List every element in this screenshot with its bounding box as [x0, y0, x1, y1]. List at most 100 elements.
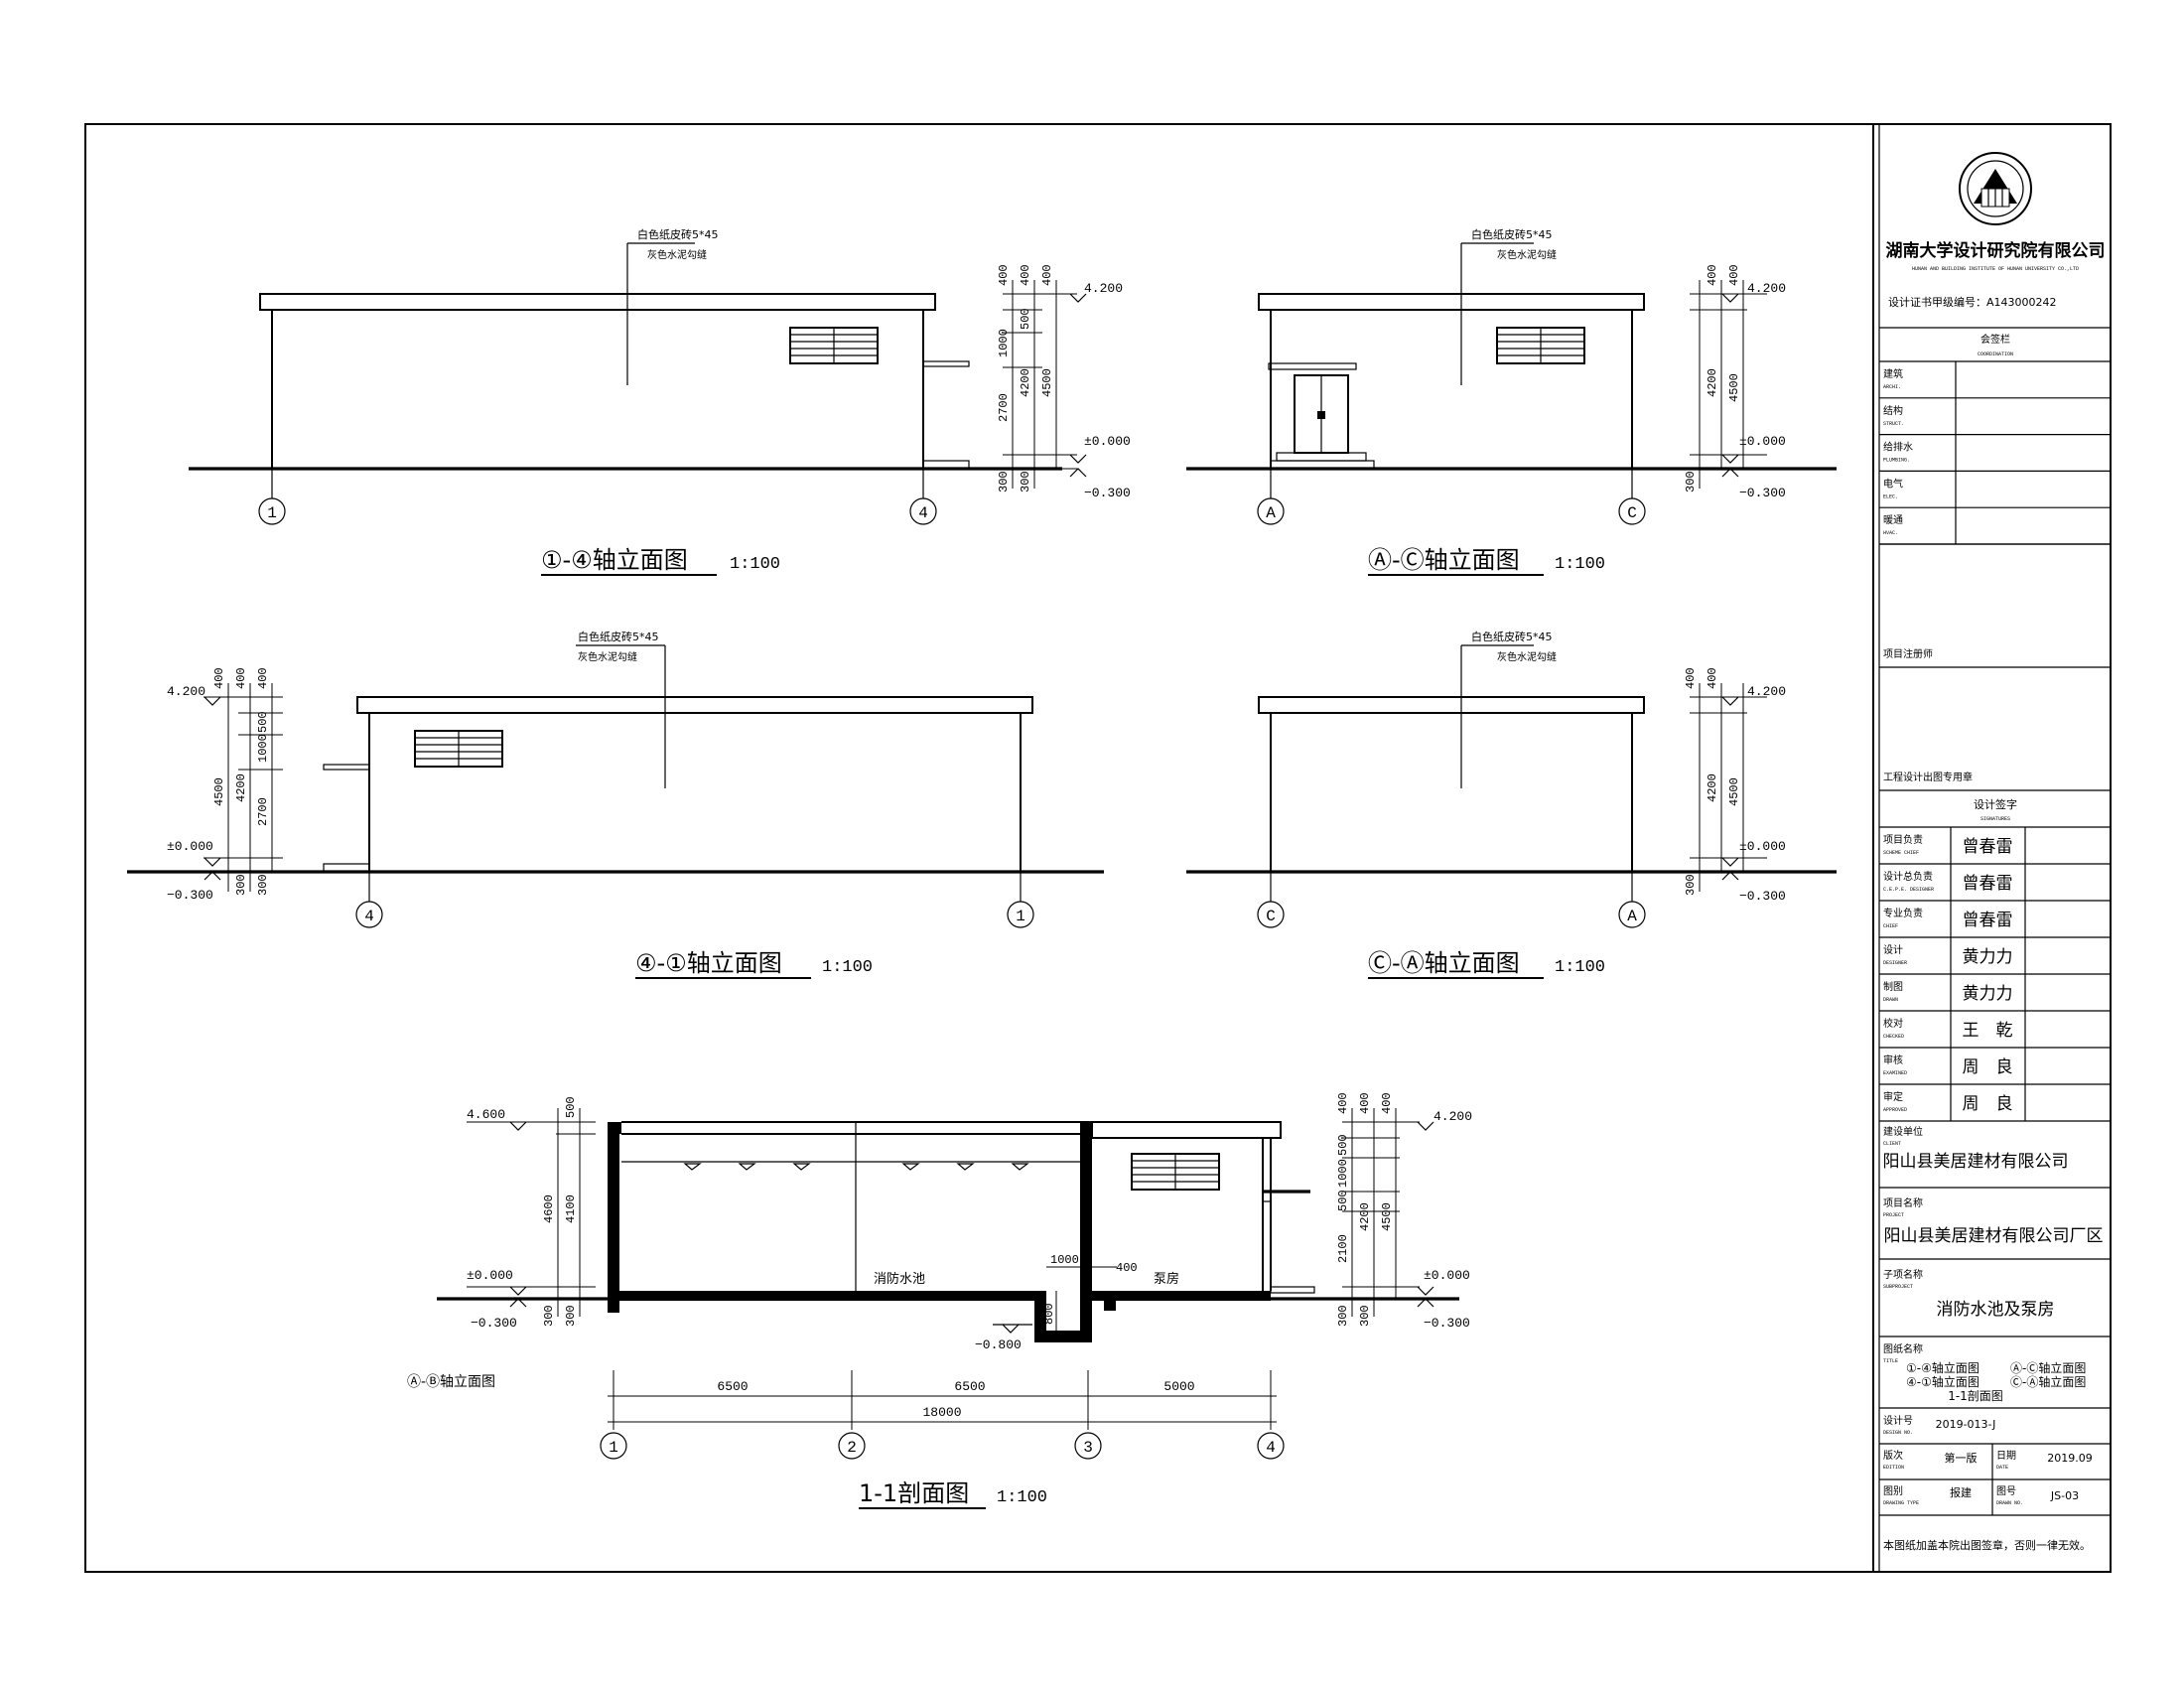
- subproject-label-en: SUBPROJECT: [1883, 1284, 1913, 1290]
- elevation-a-c: 白色纸皮砖5*45 灰色水泥勾缝 400 400 4200 4500 300 4…: [1186, 227, 1837, 576]
- dim-4200: 4200: [1706, 368, 1719, 397]
- dim-2700: 2700: [256, 797, 270, 826]
- cosign-discipline: 结构: [1883, 404, 1903, 417]
- dim-4500: 4500: [1380, 1202, 1394, 1231]
- level-0000: ±0.000: [167, 839, 213, 854]
- level-minus-0300: −0.300: [167, 888, 213, 903]
- level-4600: 4.600: [467, 1107, 505, 1122]
- cosign-discipline: 建筑: [1883, 367, 1903, 380]
- level-pit: −0.800: [975, 1337, 1022, 1352]
- view-title: ④-①轴立面图: [635, 949, 782, 977]
- drawing-title-2a: ④-①轴立面图: [1906, 1374, 1979, 1389]
- sheet-border: [84, 123, 2112, 1573]
- step: [922, 460, 970, 470]
- dim-400a: 400: [997, 264, 1011, 286]
- axis-label: C: [1266, 908, 1276, 925]
- client-label-en: CLIENT: [1883, 1141, 1901, 1147]
- dim-4200: 4200: [234, 774, 248, 802]
- dim-400a: 400: [1684, 667, 1698, 689]
- signature-name: 黄力力: [1963, 984, 2013, 1004]
- dim-400b: 400: [234, 667, 248, 689]
- axis-label: 1: [267, 504, 277, 522]
- joint-note: 灰色水泥勾缝: [647, 248, 707, 261]
- cosign-discipline-en: HVAC.: [1883, 530, 1898, 536]
- joint-note: 灰色水泥勾缝: [1497, 650, 1557, 663]
- signature-role: 设计总负责: [1883, 870, 1933, 883]
- dim-4200: 4200: [1019, 368, 1032, 397]
- dim-300: 300: [1684, 874, 1698, 896]
- axis-label: A: [1266, 504, 1276, 522]
- dim-400c: 400: [256, 667, 270, 689]
- view-title: Ⓒ-Ⓐ轴立面图: [1368, 949, 1520, 977]
- drawing-no-label-en: DRAWN NO.: [1996, 1500, 2023, 1506]
- dim-400a: 400: [1336, 1092, 1350, 1114]
- parapet: [1258, 696, 1645, 714]
- axis-bubble: [600, 1432, 627, 1460]
- edition-label-en: EDITION: [1883, 1465, 1904, 1471]
- axis-bubble: [1074, 1432, 1102, 1460]
- axis-label: A: [1627, 908, 1637, 925]
- dim-4500: 4500: [1040, 368, 1054, 397]
- design-no-label: 设计号: [1883, 1414, 1913, 1427]
- level-minus-0300: −0.300: [1084, 486, 1131, 500]
- signature-role-en: DRAWN: [1883, 997, 1898, 1003]
- signature-name: 周 良: [1963, 1094, 2013, 1114]
- level-0000: ±0.000: [1739, 434, 1786, 449]
- axis-bubble: [1257, 901, 1285, 928]
- span-total: 18000: [922, 1405, 961, 1420]
- dim-4100: 4100: [564, 1195, 578, 1223]
- dim-500a: 500: [1336, 1134, 1350, 1156]
- level-4200: 4.200: [1084, 281, 1123, 296]
- drawing-no-label: 图号: [1996, 1485, 2016, 1497]
- view-title: Ⓐ-Ⓒ轴立面图: [1368, 546, 1520, 574]
- level-4200: 4.200: [1747, 281, 1786, 296]
- axis-bubble: [1257, 497, 1285, 525]
- signature-role: 专业负责: [1883, 907, 1923, 919]
- material-note: 白色纸皮砖5*45: [1471, 630, 1553, 643]
- subproject-label: 子项名称: [1883, 1268, 1923, 1281]
- drawing-type-label: 图别: [1883, 1485, 1903, 1497]
- signature-name: 周 良: [1963, 1057, 2013, 1077]
- joint-note: 灰色水泥勾缝: [1497, 248, 1557, 261]
- design-no-label-en: DESIGN NO.: [1883, 1430, 1913, 1436]
- signature-role-en: EXAMINED: [1883, 1070, 1907, 1076]
- signature-name: 王 乾: [1963, 1021, 2013, 1041]
- level-minus-0300-left: −0.300: [471, 1316, 517, 1331]
- tank-floor: [608, 1291, 1044, 1301]
- tank-wall-left: [608, 1122, 619, 1313]
- axis-bubble: [258, 497, 286, 525]
- side-view-label: Ⓐ-Ⓑ轴立面图: [407, 1374, 495, 1390]
- level-4200: 4.200: [167, 684, 205, 699]
- project-label-en: PROJECT: [1883, 1212, 1904, 1218]
- drawing-title-3: 1-1剖面图: [1948, 1389, 2003, 1403]
- dim-300b: 300: [256, 874, 270, 896]
- signature-role: 校对: [1883, 1017, 1903, 1030]
- level-0000-left: ±0.000: [467, 1268, 513, 1283]
- certificate-number: 设计证书甲级编号：A143000242: [1888, 295, 2057, 309]
- drawing-title-label: 图纸名称: [1883, 1342, 1923, 1355]
- signature-name: 黄力力: [1963, 947, 2013, 967]
- span-2-3: 6500: [954, 1379, 985, 1394]
- date-label-en: DATE: [1996, 1465, 2008, 1471]
- company-name-en: HUNAN AND BUILDING INSTITUTE OF HUNAN UN…: [1912, 266, 2079, 272]
- dim-400b: 400: [1019, 264, 1032, 286]
- step: [323, 863, 370, 873]
- axis-bubble: [1618, 497, 1646, 525]
- level-4200-right: 4.200: [1433, 1109, 1472, 1124]
- elevation-4-1: 白色纸皮砖5*45 灰色水泥勾缝 400 400 400 500 1000 27…: [127, 630, 1104, 979]
- dim-1000: 1000: [997, 329, 1011, 357]
- dim-300a: 300: [997, 471, 1011, 492]
- signature-role: 项目负责: [1883, 833, 1923, 846]
- edition-label: 版次: [1883, 1449, 1903, 1462]
- dim-2700: 2700: [997, 393, 1011, 422]
- drawing-title-1b: Ⓐ-Ⓒ轴立面图: [2010, 1360, 2086, 1375]
- edition-value: 第一版: [1945, 1451, 1978, 1465]
- dim-4200: 4200: [1358, 1202, 1372, 1231]
- view-scale: 1:100: [1555, 555, 1605, 574]
- cosign-discipline: 暖通: [1883, 513, 1903, 526]
- view-scale: 1:100: [730, 555, 780, 574]
- elevation-c-a: 白色纸皮砖5*45 灰色水泥勾缝 400 400 4200 4500 300 4…: [1186, 630, 1837, 979]
- signature-role: 审核: [1883, 1054, 1903, 1066]
- drawing-title-1a: ①-④轴立面图: [1906, 1360, 1979, 1375]
